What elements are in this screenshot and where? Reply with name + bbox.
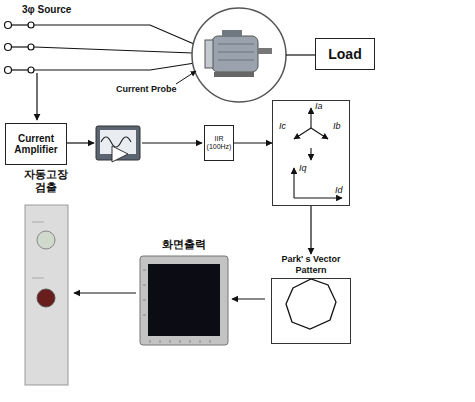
heading-label: 자동고장 검출 bbox=[18, 168, 74, 194]
flow-arrow bbox=[234, 142, 272, 143]
load-wire bbox=[286, 54, 315, 55]
vector-label: Ia bbox=[315, 101, 323, 111]
box-label: IIR (100Hz) bbox=[207, 135, 232, 151]
pattern-frame bbox=[271, 278, 351, 344]
probe-leader bbox=[176, 71, 196, 84]
flow-arrow bbox=[310, 206, 311, 254]
box-label: Load bbox=[328, 46, 361, 62]
vector-box: IaIc IbIqId bbox=[272, 100, 350, 206]
heading-label: Park' s Vector Pattern bbox=[265, 254, 357, 276]
load-box: Load bbox=[315, 38, 375, 70]
flow-arrow bbox=[74, 292, 136, 293]
fault-panel-illustration bbox=[25, 205, 68, 385]
box-label: Current Amplifier bbox=[8, 133, 64, 156]
daq-scope-icon bbox=[96, 126, 140, 162]
vector-diagram bbox=[294, 108, 342, 198]
vector-label: Id bbox=[335, 185, 343, 195]
pattern-box: Park' s Vector Pattern bbox=[265, 254, 357, 344]
vector-label: Ic bbox=[279, 121, 286, 131]
fault-detector: 자동고장 검출 bbox=[18, 168, 74, 388]
motor-illustration bbox=[192, 8, 286, 102]
signal-arrows bbox=[67, 142, 202, 143]
vector-label: Ib bbox=[333, 121, 341, 131]
amplifier-box: Current Amplifier bbox=[5, 123, 67, 165]
monitor-illustration bbox=[140, 256, 228, 345]
heading-label: 화면출력 bbox=[136, 238, 232, 251]
vector-label: Iq bbox=[299, 163, 307, 173]
screen-output: 화면출력 bbox=[136, 238, 232, 348]
source-label: 3φ Source bbox=[22, 4, 71, 15]
filter-box: IIR (100Hz) bbox=[204, 125, 234, 161]
flow-arrow bbox=[232, 298, 265, 299]
probe-label: Current Probe bbox=[116, 84, 177, 94]
phase-wires bbox=[5, 22, 196, 121]
park-pattern bbox=[286, 279, 336, 329]
